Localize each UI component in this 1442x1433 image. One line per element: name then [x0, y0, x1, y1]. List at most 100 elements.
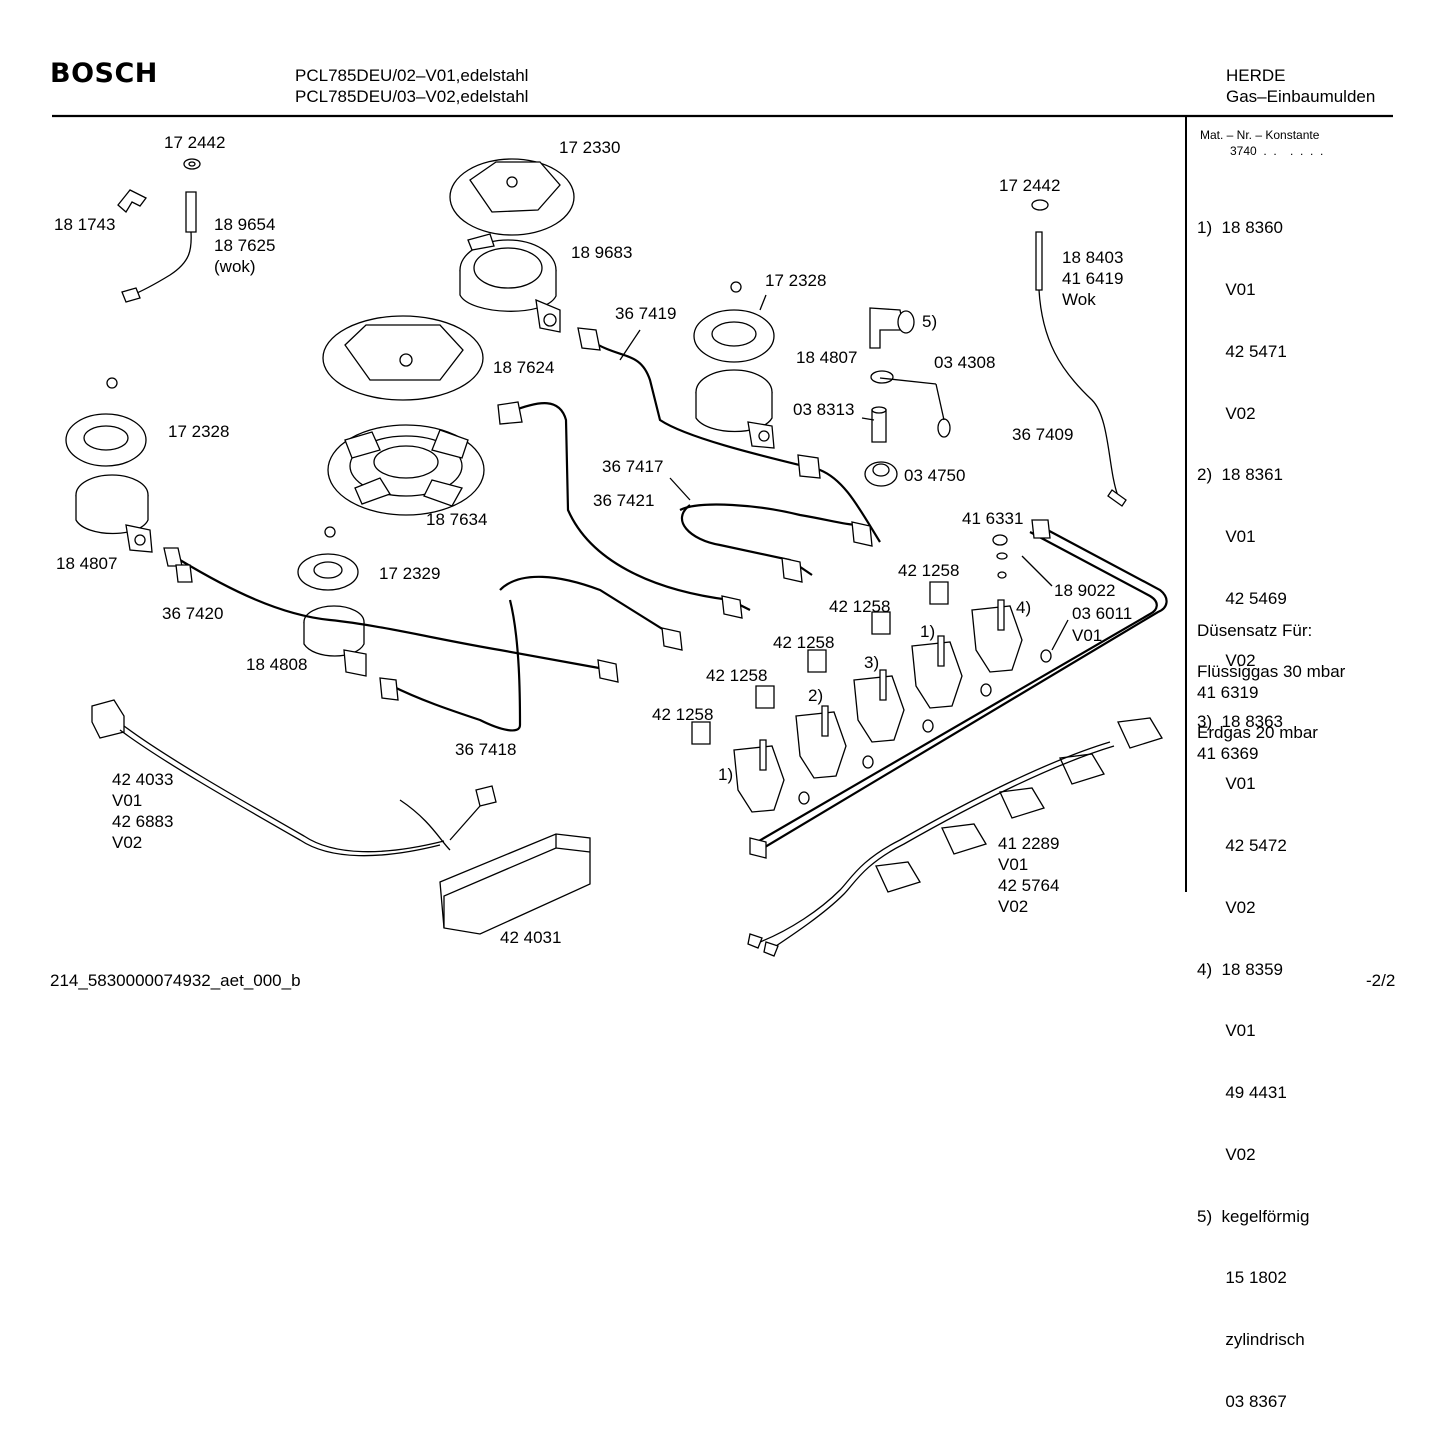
part-label: 03 8313: [793, 400, 855, 419]
category-title: HERDE: [1226, 66, 1286, 85]
part-label: 41 6331: [962, 509, 1024, 528]
note-line: 42 5471: [1197, 341, 1287, 361]
natural-gas-label: Erdgas 20 mbar: [1197, 723, 1318, 742]
brand-logo: BOSCH: [50, 58, 158, 89]
exploded-parts-drawing: [52, 114, 1393, 957]
note-line: V02: [1197, 1144, 1256, 1164]
ignition-switches: [747, 717, 1163, 957]
part-label: V01: [998, 855, 1029, 874]
part-label: 17 2330: [559, 138, 621, 157]
part-label: 42 1258: [652, 705, 714, 724]
part-label: 18 8403: [1062, 248, 1124, 267]
part-label: 03 4750: [904, 466, 966, 485]
burner-wok-crown: [327, 424, 485, 516]
part-label: 36 7409: [1012, 425, 1074, 444]
elbow-fittings: [864, 307, 951, 487]
burner-middle-right: [693, 281, 775, 449]
note-line: V02: [1197, 650, 1256, 670]
part-label: 42 4033: [112, 770, 174, 789]
part-label: V02: [112, 833, 143, 852]
nozzle-set-title: Düsensatz Für:: [1197, 621, 1313, 640]
part-label: 42 1258: [829, 597, 891, 616]
note-line: 15 1802: [1197, 1268, 1287, 1288]
ignition-module: [91, 699, 591, 935]
seals: [798, 534, 1052, 805]
note-line: V01: [1197, 279, 1256, 299]
part-label: 36 7419: [615, 304, 677, 323]
part-label: Wok: [1062, 290, 1096, 309]
part-label: 36 7420: [162, 604, 224, 623]
part-label: 42 4031: [500, 928, 562, 947]
model-line-1: PCL785DEU/02–V01,edelstahl: [295, 66, 529, 85]
constant-value: 3740 . . . . . .: [1230, 144, 1324, 158]
part-label: 03 4308: [934, 353, 996, 372]
note-line: 03 8367: [1197, 1392, 1287, 1412]
burner-left: [65, 377, 153, 553]
note-line: V02: [1197, 897, 1256, 917]
part-label: V01: [112, 791, 143, 810]
part-label: 17 2328: [765, 271, 827, 290]
thermocouple-right: [1031, 199, 1127, 507]
part-label: 17 2329: [379, 564, 441, 583]
part-label: 5): [922, 312, 938, 331]
model-line-2: PCL785DEU/03–V02,edelstahl: [295, 87, 529, 106]
part-label: 1): [718, 765, 734, 784]
part-label: (wok): [214, 257, 256, 276]
burner-small: [297, 526, 367, 677]
note-line: 49 4431: [1197, 1083, 1287, 1103]
part-label: 3): [864, 653, 880, 672]
part-label: 17 2328: [168, 422, 230, 441]
part-label: 18 9654: [214, 215, 276, 234]
nozzles: [691, 581, 949, 745]
part-label: 36 7421: [593, 491, 655, 510]
part-label: 18 7634: [426, 510, 488, 529]
note-line: 4) 18 8359: [1197, 959, 1284, 979]
note-line: V01: [1197, 1021, 1256, 1041]
leader-lines: [619, 294, 1069, 651]
part-label: 42 6883: [112, 812, 174, 831]
part-label: V01: [1072, 626, 1103, 645]
part-label: 18 9022: [1054, 581, 1116, 600]
natural-gas-number: 41 6369: [1197, 744, 1259, 763]
document-id: 214_5830000074932_aet_000_b: [50, 971, 301, 990]
note-line: V01: [1197, 527, 1256, 547]
part-label: 42 1258: [773, 633, 835, 652]
page-number: -2/2: [1366, 971, 1396, 990]
note-line: 42 5472: [1197, 836, 1287, 855]
note-line: 42 5469: [1197, 588, 1287, 608]
part-label: 36 7417: [602, 457, 664, 476]
note-line: 3) 18 8363: [1197, 712, 1284, 732]
note-line: V01: [1197, 774, 1256, 794]
part-label: 41 2289: [998, 834, 1060, 853]
burner-wok-cap: [322, 315, 484, 401]
gas-pipes: [179, 339, 1168, 851]
note-line: V02: [1197, 403, 1256, 423]
part-label: 41 6419: [1062, 269, 1124, 288]
note-line: 5) kegelförmig: [1197, 1206, 1310, 1226]
lpg-label: Flüssiggas 30 mbar: [1197, 662, 1346, 681]
part-label: 42 5764: [998, 876, 1060, 895]
subcategory-title: Gas–Einbaumulden: [1226, 87, 1376, 106]
constant-title: Mat. – Nr. – Konstante: [1200, 128, 1320, 142]
part-label: 42 1258: [706, 666, 768, 685]
part-label: 17 2442: [164, 133, 226, 152]
part-label: 1): [920, 622, 936, 641]
part-label: 17 2442: [999, 176, 1061, 195]
lpg-number: 41 6319: [1197, 683, 1259, 702]
part-label: 18 1743: [54, 215, 116, 234]
part-label: 18 4807: [796, 348, 858, 367]
part-label: 42 1258: [898, 561, 960, 580]
note-line: 1) 18 8360: [1197, 218, 1284, 238]
note-line: zylindrisch: [1197, 1330, 1305, 1350]
part-label: 03 6011: [1072, 604, 1133, 623]
variant-notes: 1) 18 8360 V01 42 5471 V02 2) 18 8361 V0…: [1197, 177, 1309, 1433]
part-label: 18 4807: [56, 554, 118, 573]
part-label: 36 7418: [455, 740, 517, 759]
burner-large-top: [449, 158, 575, 333]
part-label: 18 9683: [571, 243, 633, 262]
pipe-fittings: [163, 327, 1051, 859]
part-label: V02: [998, 897, 1029, 916]
part-label: 2): [808, 686, 824, 705]
note-line: 2) 18 8361: [1197, 465, 1284, 485]
thermocouple-wok: [117, 158, 201, 303]
